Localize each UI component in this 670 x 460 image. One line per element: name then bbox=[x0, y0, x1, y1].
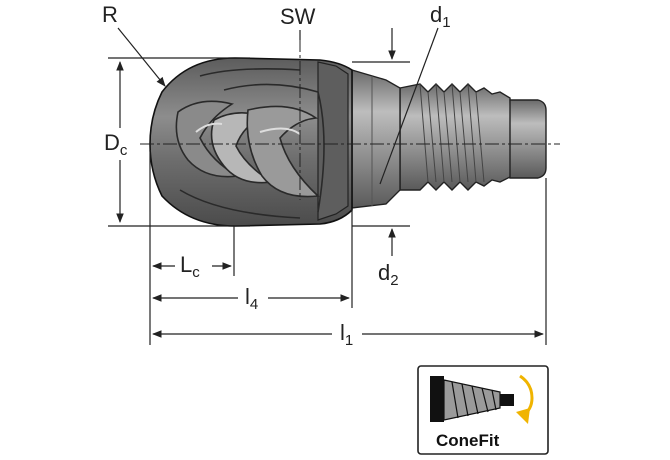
cutting-flutes bbox=[175, 68, 325, 219]
conefit-logo: ConeFit bbox=[417, 365, 549, 455]
label-d2: d2 bbox=[378, 260, 399, 289]
conefit-logo-text: ConeFit bbox=[436, 431, 500, 450]
thread-flanks bbox=[419, 83, 485, 183]
extension-lines bbox=[108, 57, 547, 345]
label-l4: l4 bbox=[245, 284, 258, 313]
label-Dc: Dc bbox=[104, 130, 128, 159]
label-l1: l1 bbox=[340, 320, 353, 349]
cone-neck bbox=[351, 69, 401, 209]
label-SW: SW bbox=[280, 4, 316, 29]
tool-body bbox=[149, 57, 547, 227]
conefit-thread-icon bbox=[430, 374, 534, 424]
dimension-lines bbox=[116, 27, 544, 338]
wrench-flat bbox=[317, 61, 349, 221]
label-Lc: Lc bbox=[180, 252, 200, 281]
label-d1: d1 bbox=[430, 2, 451, 31]
label-R: R bbox=[102, 2, 118, 27]
pilot-end bbox=[509, 99, 547, 179]
dimension-labels: R SW d1 Dc d2 Lc l4 l1 bbox=[102, 2, 451, 349]
